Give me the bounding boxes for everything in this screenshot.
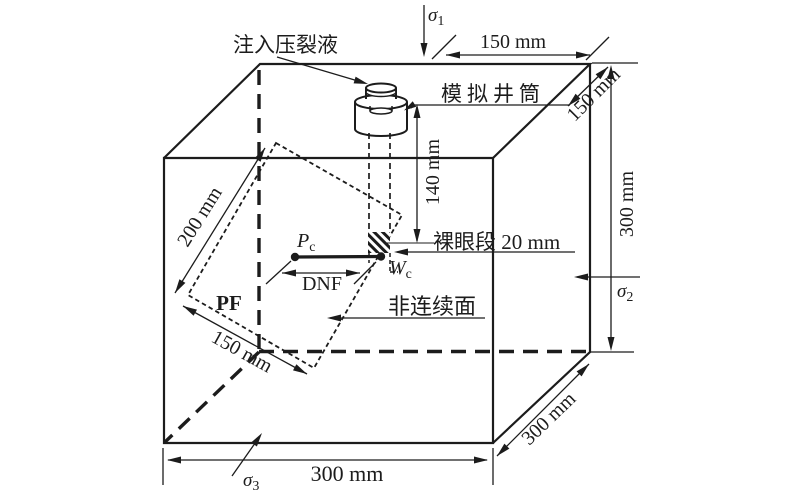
sigma1-label: σ1 [428,5,444,29]
wellbore-shaft [368,133,391,232]
dim-bottom-width: 300 mm [311,461,384,486]
pc-wc-line [294,254,382,259]
open-hole-label: 裸眼段 20 mm [433,230,560,254]
dim-height: 300 mm [616,171,638,238]
wc-point [376,252,386,261]
dim-wellbore-depth: 140 mm [422,139,444,206]
pc-label: Pc [296,230,315,255]
dim-fracture-length: 200 mm [173,183,227,251]
discontinuity-label: 非连续面 [388,294,476,319]
open-hole-lower-dashes [368,253,398,273]
dim-depth-edge: 300 mm [517,388,580,450]
point-leader-slashes [265,260,377,285]
wellbore-head [354,82,408,137]
dim-top-depth: 150 mm [563,63,626,126]
dim-top-width: 150 mm [480,31,547,53]
arrowheads [167,43,615,464]
simulated-wellbore-label: 模拟井筒 [441,82,545,106]
inject-fluid-label: 注入压裂液 [233,33,338,57]
open-hole-section [368,232,390,253]
pc-point [290,252,300,262]
wc-label: Wc [389,257,412,282]
dnf-label: DNF [302,273,342,295]
sigma3-label: σ3 [243,470,259,494]
cube-hidden-edges [163,70,586,444]
discontinuity-plane-outline [186,141,404,370]
sigma2-label: σ2 [617,281,633,305]
pf-label: PF [216,291,242,315]
cube-top-face [163,62,593,159]
